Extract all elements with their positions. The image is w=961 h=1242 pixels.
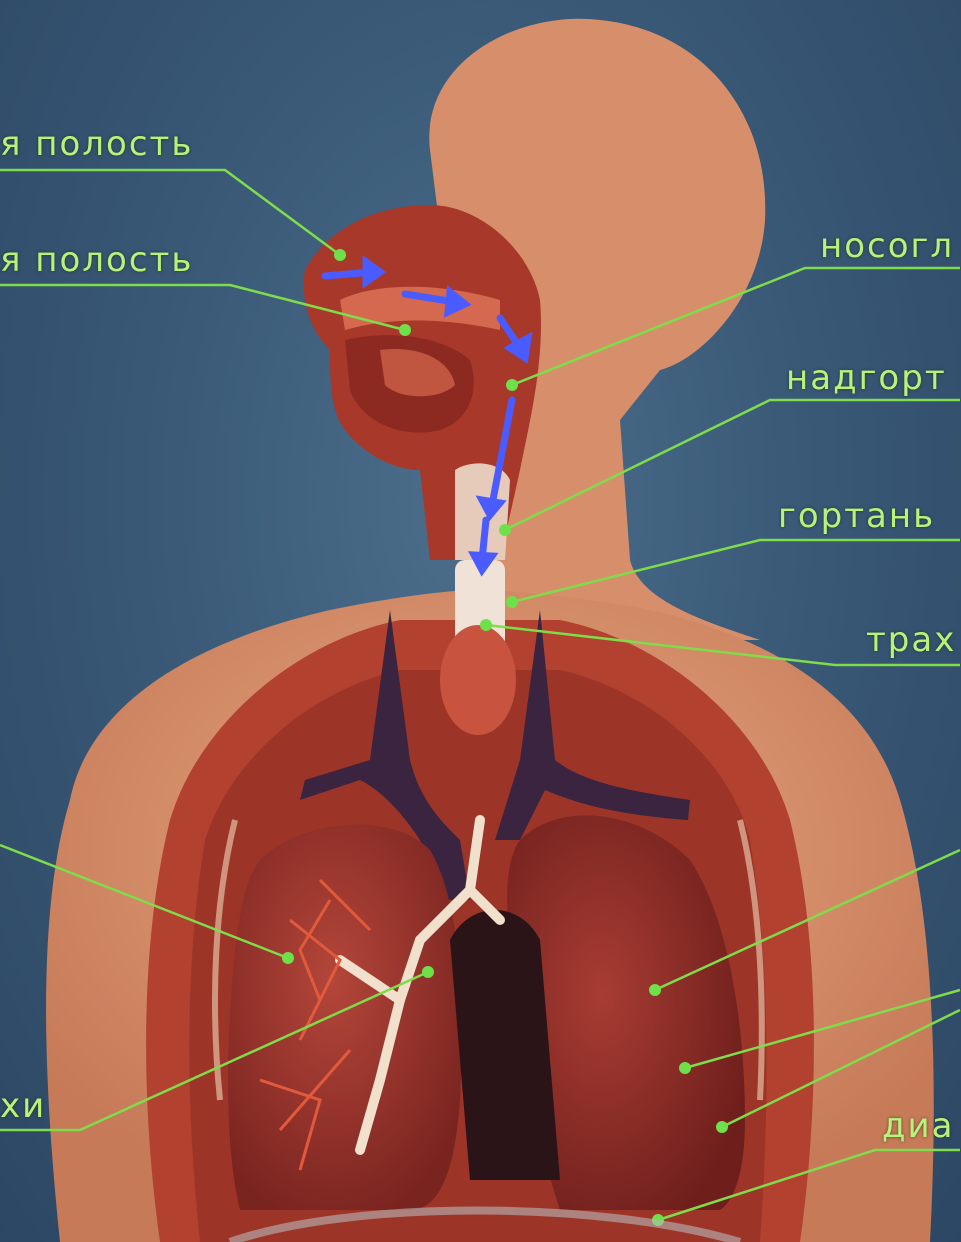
- label-trachea: трах: [866, 620, 956, 660]
- label-bronchi: хи: [0, 1086, 46, 1126]
- label-epiglottis: надгорт: [786, 358, 947, 398]
- label-oral-cavity: я полость: [0, 240, 193, 280]
- label-diaphragm: диа: [882, 1106, 954, 1146]
- label-nasal-cavity: я полость: [0, 124, 193, 164]
- label-nasopharynx: носогл: [820, 226, 954, 266]
- label-larynx: гортань: [778, 496, 935, 536]
- left-lung: [228, 825, 462, 1210]
